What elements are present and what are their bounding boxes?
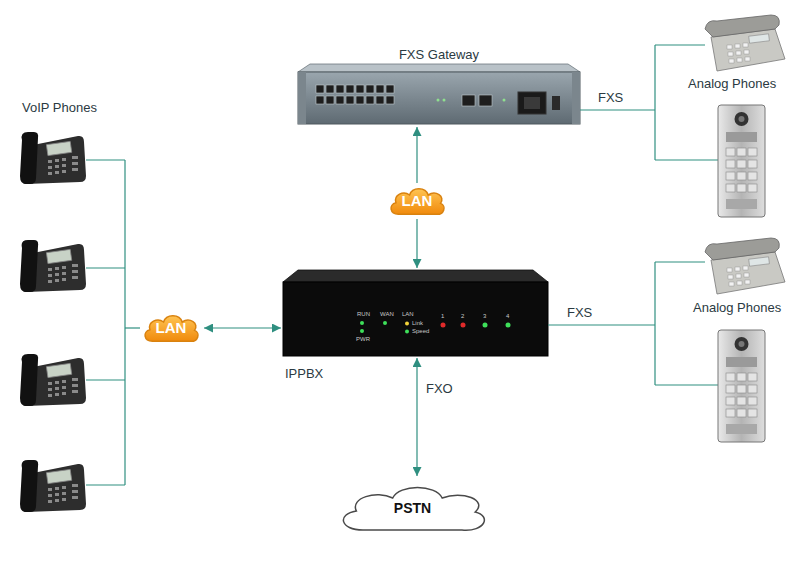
port-label: FXO bbox=[425, 382, 454, 397]
lan-cloud: LAN bbox=[140, 310, 202, 346]
node-label: Analog Phones bbox=[688, 77, 776, 92]
fxs-gateway: FXS Gateway bbox=[298, 64, 580, 125]
phone-group: Analog Phones bbox=[655, 12, 795, 224]
panel-label: PWR bbox=[356, 336, 370, 342]
panel-label: 3 bbox=[483, 313, 486, 319]
cloud-outline bbox=[391, 189, 444, 215]
link-line bbox=[580, 109, 655, 110]
link-line bbox=[416, 358, 417, 476]
cloud-outline bbox=[145, 316, 198, 342]
link-line bbox=[416, 219, 417, 268]
panel-label: 4 bbox=[506, 313, 509, 319]
pstn-cloud: PSTN bbox=[330, 478, 495, 538]
link-line bbox=[125, 327, 140, 328]
lan-cloud: LAN bbox=[386, 183, 448, 219]
panel-label: Link bbox=[412, 320, 423, 326]
port-label: FXS bbox=[566, 306, 593, 321]
cloud-outline bbox=[343, 488, 484, 531]
link-line bbox=[548, 324, 655, 325]
panel-label: Speed bbox=[412, 328, 429, 334]
node-label: Analog Phones bbox=[693, 301, 781, 316]
phone-group: Analog Phones bbox=[655, 236, 795, 444]
node-label: IPPBX bbox=[285, 367, 323, 382]
panel-label: RUN bbox=[357, 311, 370, 317]
link-line bbox=[416, 127, 417, 183]
panel-label: LAN bbox=[402, 311, 414, 317]
panel-label: WAN bbox=[380, 311, 394, 317]
port-label: FXS bbox=[597, 91, 624, 106]
node-label: VoIP Phones bbox=[22, 101, 97, 116]
node-label: LAN bbox=[156, 319, 187, 336]
node-label: LAN bbox=[402, 192, 433, 209]
panel-label: 1 bbox=[441, 313, 444, 319]
link-line bbox=[204, 327, 281, 328]
panel-label: 2 bbox=[461, 313, 464, 319]
node-label: FXS Gateway bbox=[298, 48, 580, 63]
node-label: PSTN bbox=[394, 500, 431, 516]
phone-group: VoIP Phones bbox=[15, 98, 125, 523]
